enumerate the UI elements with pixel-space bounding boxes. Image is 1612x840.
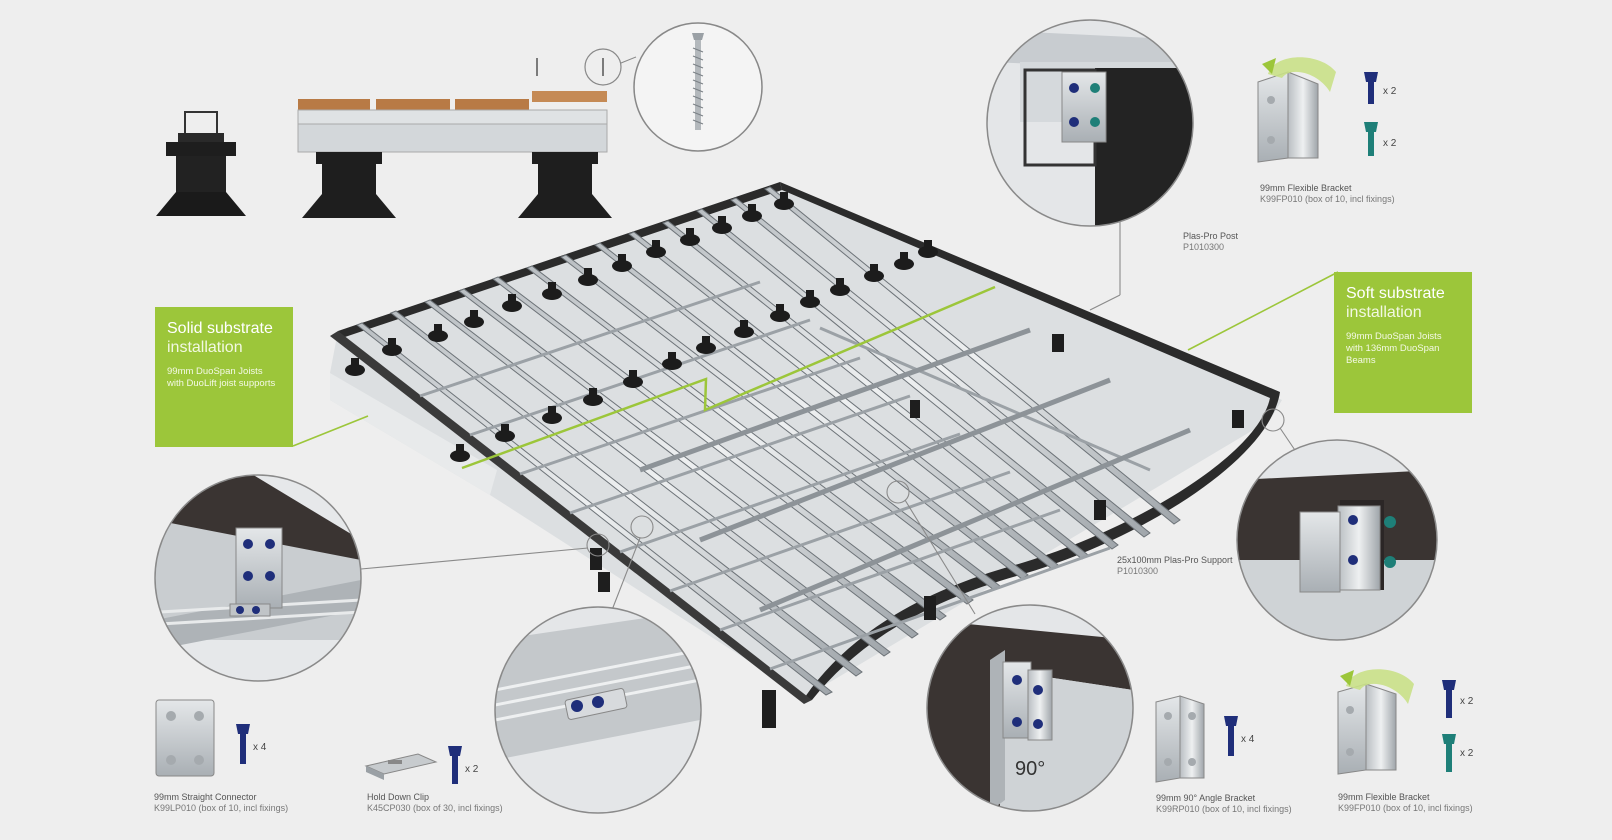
product-name: 99mm 90° Angle Bracket [1156,793,1256,803]
angle-screw-icon [1224,716,1238,756]
product-code: P1010300 [1183,242,1225,252]
flexible-bracket-top-icon [1257,57,1336,163]
qty-flex-bottom-teal: x 2 [1460,748,1474,759]
qty-straight: x 4 [253,742,267,753]
qty-flex-top-blue: x 2 [1383,86,1397,97]
deck-frame [330,182,1282,728]
screw-teal-icon [1364,122,1378,156]
soft-substrate-panel: Soft substrate installation 99mm DuoSpan… [1334,272,1472,413]
plas-pro-post-label: Plas-Pro Post P1010300 [1183,231,1238,253]
product-name: Plas-Pro Post [1183,231,1239,241]
product-code: K99LP010 (box of 10, incl fixings) [154,803,289,813]
screw-blue-icon [1364,72,1378,104]
soft-panel-subtitle: installation [1346,304,1422,321]
product-code: K45CP030 (box of 30, incl fixings) [367,803,503,813]
screw-blue-bottom-icon [1442,680,1456,718]
angle-bracket-label: 99mm 90° Angle Bracket K99RP010 (box of … [1156,793,1292,815]
straight-connector-detail [154,474,362,682]
joist-supports [345,192,938,462]
straight-connector-label: 99mm Straight Connector K99LP010 (box of… [154,792,288,814]
hold-down-clip-label: Hold Down Clip K45CP030 (box of 30, incl… [367,792,503,814]
product-code: K99FP010 (box of 10, incl fixings) [1338,803,1473,813]
hold-down-clip-icon [364,753,438,780]
deck-elevation [297,58,612,218]
flexible-bracket-bottom-label: 99mm Flexible Bracket K99FP010 (box of 1… [1338,792,1473,814]
flexible-bracket-bottom-icon [1337,669,1414,775]
flexible-bracket-detail [1236,439,1438,641]
product-name: 25x100mm Plas-Pro Support [1117,555,1233,565]
angle-bracket-detail [926,604,1134,812]
hold-down-screw-icon [448,746,462,784]
angle-90-label: 90° [1015,758,1046,780]
screw-detail [584,22,763,152]
qty-flex-top-teal: x 2 [1383,138,1397,149]
qty-hold-down: x 2 [465,764,479,775]
solid-panel-subtitle: installation [167,339,243,356]
pedestal-side-view [156,111,246,216]
plas-pro-support-label: 25x100mm Plas-Pro Support P1010300 [1117,555,1233,577]
product-name: 99mm Straight Connector [154,792,257,802]
solid-substrate-panel: Solid substrate installation 99mm DuoSpa… [155,307,293,447]
qty-flex-bottom-blue: x 2 [1460,696,1474,707]
hold-down-clip-detail [494,606,702,814]
solid-panel-body: 99mm DuoSpan Joists with DuoLift joist s… [167,366,276,389]
product-code: K99FP010 (box of 10, incl fixings) [1260,194,1395,204]
substrate-divider-line [461,285,996,470]
product-code: P1010300 [1117,566,1159,576]
product-name: 99mm Flexible Bracket [1260,183,1352,193]
straight-screw-icon [236,724,250,764]
product-name: Hold Down Clip [367,792,430,802]
angle-bracket-icon [1155,695,1205,783]
solid-panel-title: Solid substrate [167,320,273,337]
post-detail [986,19,1194,227]
qty-angle: x 4 [1241,734,1255,745]
plas-pro-posts [590,334,1244,728]
product-code: K99RP010 (box of 10, incl fixings) [1156,804,1292,814]
flexible-bracket-top-label: 99mm Flexible Bracket K99FP010 (box of 1… [1260,183,1395,205]
product-name: 99mm Flexible Bracket [1338,792,1430,802]
soft-panel-title: Soft substrate [1346,285,1445,302]
soft-panel-body: 99mm DuoSpan Joists with 136mm DuoSpan B… [1346,331,1442,366]
screw-teal-bottom-icon [1442,734,1456,772]
straight-connector-icon [155,699,215,777]
